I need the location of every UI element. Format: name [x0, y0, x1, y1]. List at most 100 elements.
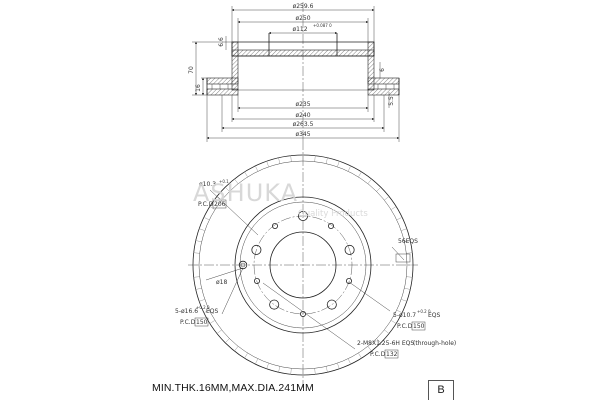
- vent-tick: [209, 320, 216, 324]
- flange-left-bottom: [206, 88, 239, 96]
- vent-tick: [325, 157, 328, 164]
- vent-tick: [234, 178, 239, 184]
- label-thread: 2-M8X1.25-6H EQS: [357, 340, 414, 347]
- vent-tick: [314, 368, 316, 375]
- small-hole: [271, 222, 278, 229]
- dim-70: 70: [188, 66, 195, 74]
- vent-tick: [255, 358, 259, 365]
- vent-tick: [203, 217, 210, 221]
- vent-tick: [367, 178, 372, 184]
- vent-tick: [367, 346, 372, 352]
- view-label: B: [437, 384, 445, 396]
- side-section-view: ø259.6 ø250 ø112 +0.087 0 ø235 ø240 ø263…: [188, 2, 400, 142]
- label-slots-eqs: EQS: [206, 308, 219, 315]
- vent-tick: [337, 363, 340, 369]
- extension-lines: [206, 6, 400, 142]
- bolt-hole: [326, 299, 337, 310]
- vent-tick: [266, 363, 269, 369]
- dim-250: ø250: [295, 15, 310, 22]
- leader-d18: [205, 267, 244, 281]
- pcd-left-box: [194, 317, 209, 327]
- vent-tick: [358, 171, 362, 178]
- vent-tick: [195, 240, 202, 243]
- label-small-hole-tol: +0.1: [219, 179, 229, 184]
- dim-right-6: 6: [379, 68, 386, 72]
- dim-345: ø345: [295, 131, 310, 138]
- vent-tick: [384, 329, 390, 334]
- watermark-brand: ASHUKA: [193, 179, 298, 207]
- watermark: ASHUKA Quality Products: [193, 179, 368, 219]
- flange-left-top: [206, 77, 239, 85]
- vent-tick: [358, 352, 362, 359]
- dim-240: ø240: [295, 112, 310, 119]
- vent-tick: [376, 338, 381, 343]
- label-pcd-small: P.C.D: [198, 201, 214, 208]
- flange-outer-edges: [206, 78, 400, 95]
- vent-tick: [199, 228, 205, 231]
- vents-box: [395, 253, 411, 263]
- bolt-hole: [269, 299, 280, 310]
- vent-tick: [290, 368, 292, 375]
- label-right-hole-tol: +0.2 0: [417, 309, 431, 314]
- vent-tick: [193, 252, 200, 254]
- vent-tick: [401, 228, 407, 231]
- vent-tick: [396, 309, 403, 313]
- vent-tick: [290, 155, 292, 162]
- vent-tick: [404, 287, 411, 290]
- vent-tick: [209, 206, 216, 210]
- center-bore: [269, 231, 337, 299]
- vent-tick: [406, 252, 413, 254]
- vent-tick: [337, 161, 340, 167]
- vent-tick: [406, 276, 413, 278]
- leader-small-hole: [209, 189, 259, 236]
- bolt-hole: [251, 244, 262, 255]
- bolt-hole: [344, 244, 355, 255]
- flange-right-bottom: [367, 88, 400, 96]
- dim-235: ø235: [295, 101, 310, 108]
- thread-hole-inner: [240, 262, 246, 268]
- vent-tick: [384, 196, 390, 201]
- vent-tick: [195, 287, 202, 290]
- label-right-hole-eqs: EQS: [428, 312, 441, 319]
- vent-tick: [325, 366, 328, 373]
- hat-inner-circle: [239, 201, 367, 329]
- vent-tick: [278, 366, 281, 373]
- vent-tick: [216, 329, 222, 334]
- label-right-hole: 5-ø10.7: [393, 312, 416, 319]
- vent-tick: [244, 352, 248, 359]
- pcd-small-box: [212, 199, 227, 209]
- thread-hole: [238, 260, 248, 270]
- small-hole: [327, 222, 334, 229]
- vent-tick: [401, 299, 407, 302]
- vent-tick: [390, 206, 397, 210]
- small-hole: [299, 310, 306, 317]
- leader-thread: [262, 282, 356, 350]
- small-hole: [345, 277, 352, 284]
- pcd-right-box: [411, 321, 426, 331]
- dim-112: ø112: [292, 26, 307, 33]
- vent-tick: [255, 165, 259, 172]
- hat-top-strip: [231, 49, 375, 57]
- dim-259: ø259.6: [293, 3, 314, 10]
- dim-263: ø263.5: [293, 121, 314, 128]
- pcd-circle: [253, 215, 353, 315]
- spec-note: MIN.THK.16MM,MAX.DIA.241MM: [152, 382, 314, 394]
- right-dim-lines: [379, 62, 390, 108]
- label-pcd-small-val: 206: [214, 201, 226, 208]
- small-hole: [253, 277, 260, 284]
- dim-112-tol: +0.087 0: [313, 23, 332, 28]
- leader-vents: [391, 246, 405, 261]
- vent-tick: [347, 165, 351, 172]
- dim-16: 16: [195, 84, 202, 92]
- vent-tick: [266, 161, 269, 167]
- label-pcd-right-val: 150: [413, 323, 425, 330]
- pcd-thread-box: [384, 349, 399, 359]
- vent-holes: [193, 155, 413, 375]
- label-slots: 5-ø16.6: [175, 308, 198, 315]
- vent-tick: [376, 187, 381, 192]
- label-pcd-thread-val: 132: [386, 351, 398, 358]
- watermark-slogan: Quality Products: [298, 209, 368, 219]
- label-vents: 56EQS: [398, 238, 418, 245]
- bolt-hole: [297, 210, 308, 221]
- label-slots-tol: +0.2 0: [196, 305, 210, 310]
